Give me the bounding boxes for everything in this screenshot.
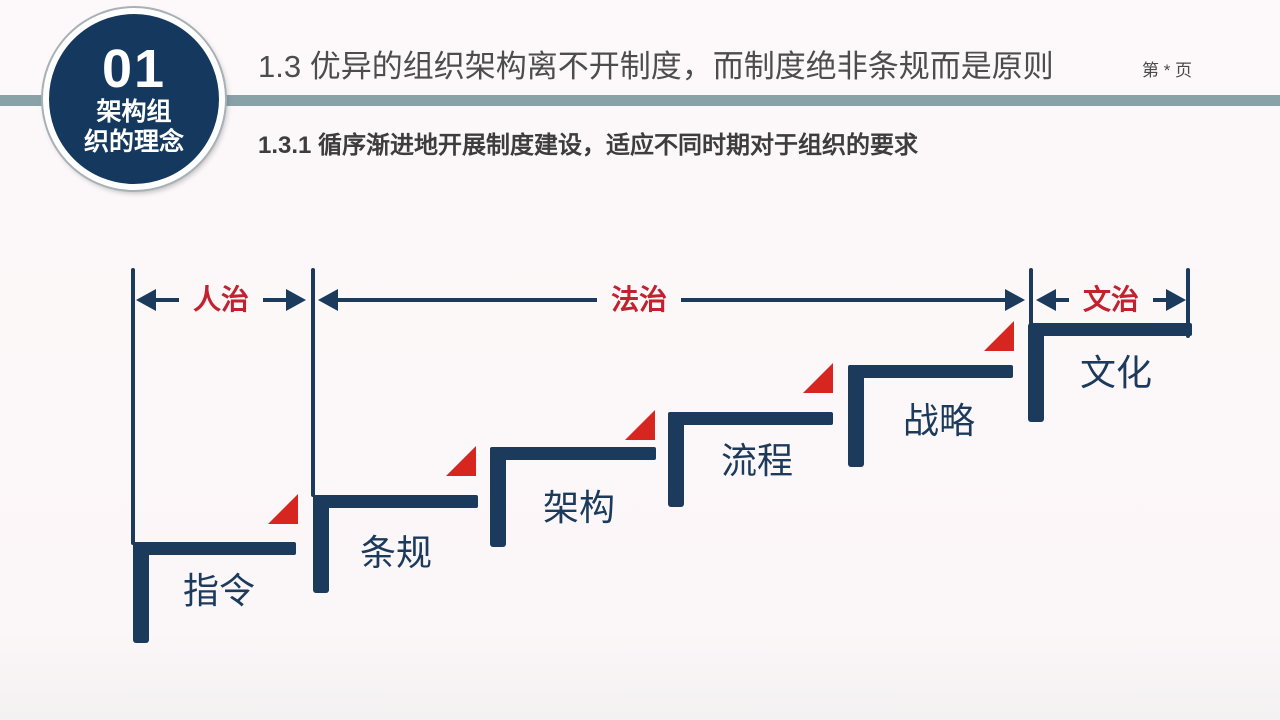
arrowhead-right-icon (286, 289, 307, 311)
step-label-3: 架构 (543, 487, 616, 528)
step-riser-6 (1028, 323, 1044, 422)
measure-tick-3 (1029, 268, 1033, 326)
slide-subtitle: 1.3.1 循序渐进地开展制度建设，适应不同时期对于组织的要求 (258, 132, 919, 159)
arrow-line (1153, 298, 1167, 302)
arrowhead-left-icon (318, 289, 338, 311)
step-bar-2 (313, 495, 478, 508)
step-label-5: 战略 (903, 400, 976, 441)
arrow-line (1056, 298, 1069, 302)
phase-label: 法治 (611, 284, 668, 315)
arrow-line (338, 298, 598, 302)
step-riser-1 (133, 542, 149, 643)
section-title-line-2: 织的理念 (83, 128, 184, 156)
phase-arrow-fazhi: 法治 (318, 284, 1025, 315)
section-badge: 01 架构组 织的理念 (43, 8, 225, 190)
upgrade-triangle-icon (803, 363, 833, 393)
arrow-line (681, 298, 1005, 302)
upgrade-triangle-icon (625, 410, 655, 440)
step-bar-1 (133, 542, 296, 555)
upgrade-triangle-icon (446, 446, 476, 476)
arrow-line (156, 298, 179, 302)
section-number: 01 (101, 39, 167, 99)
measure-tick-1 (131, 268, 135, 545)
arrowhead-left-icon (1036, 289, 1056, 311)
arrowhead-left-icon (136, 289, 156, 311)
upgrade-triangle-icon (268, 494, 298, 524)
measure-tick-4 (1186, 268, 1190, 338)
phase-label: 文治 (1083, 284, 1140, 315)
arrowhead-right-icon (1166, 289, 1187, 311)
step-riser-4 (668, 412, 684, 507)
section-title-line-1: 架构组 (96, 98, 172, 126)
step-bar-4 (668, 412, 833, 425)
phase-arrow-wenzhi: 文治 (1036, 284, 1187, 315)
arrow-line (263, 298, 287, 302)
step-bar-5 (848, 365, 1013, 378)
step-bar-6 (1030, 323, 1192, 336)
phase-arrow-renzhi: 人治 (136, 284, 307, 315)
step-riser-5 (848, 365, 864, 467)
step-label-1: 指令 (183, 570, 256, 611)
header-divider (0, 95, 1280, 106)
step-bar-3 (490, 447, 656, 460)
step-riser-3 (490, 447, 506, 547)
phase-label: 人治 (193, 284, 250, 315)
measure-tick-2 (311, 268, 315, 497)
slide-title: 1.3 优异的组织架构离不开制度，而制度绝非条规而是原则 (258, 49, 1054, 84)
upgrade-triangle-icon (984, 321, 1014, 351)
step-riser-2 (313, 495, 329, 593)
step-label-2: 条规 (360, 532, 433, 573)
page-number: 第 * 页 (1142, 61, 1193, 80)
step-label-6: 文化 (1080, 352, 1153, 393)
arrowhead-right-icon (1005, 289, 1025, 311)
step-label-4: 流程 (721, 440, 794, 481)
